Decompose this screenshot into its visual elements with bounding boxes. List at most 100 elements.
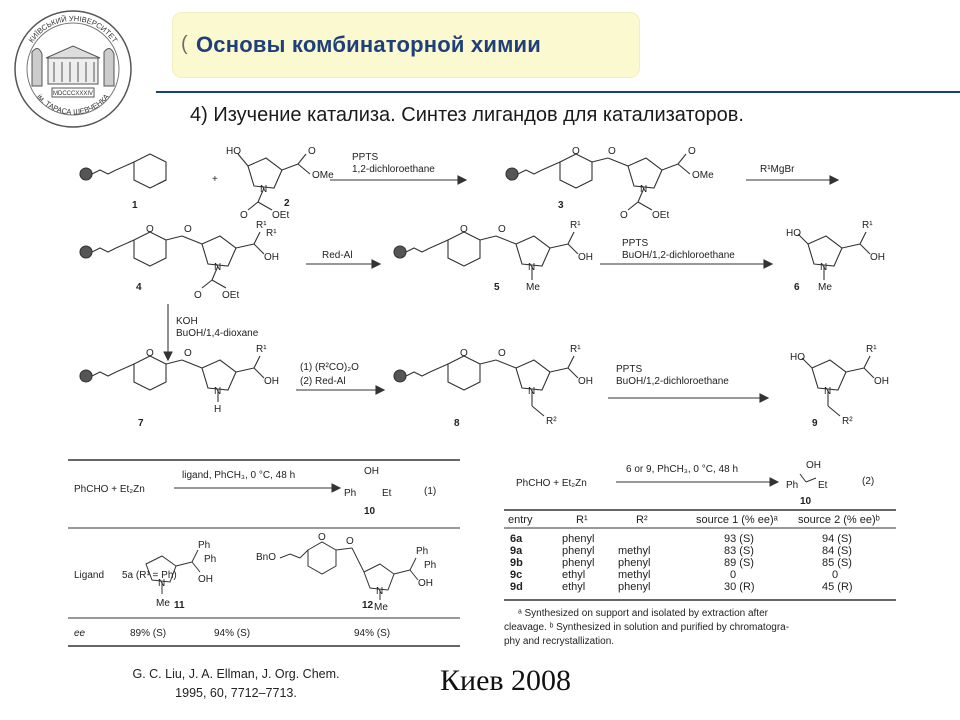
svg-text:PhCHO + Et₂Zn: PhCHO + Et₂Zn <box>516 478 587 489</box>
svg-text:94 (S): 94 (S) <box>822 533 852 545</box>
svg-text:94% (S): 94% (S) <box>354 628 390 639</box>
svg-text:Me: Me <box>818 282 832 293</box>
svg-text:N: N <box>528 386 535 397</box>
svg-text:Me: Me <box>156 598 170 609</box>
svg-text:R¹: R¹ <box>862 220 873 231</box>
svg-text:Ph: Ph <box>786 480 798 491</box>
svg-text:+: + <box>212 174 218 185</box>
svg-text:O: O <box>498 348 506 359</box>
svg-text:OEt: OEt <box>222 290 239 301</box>
table-row: 9d ethyl phenyl 30 (R) 45 (R) <box>510 581 853 593</box>
svg-text:R¹: R¹ <box>256 220 267 231</box>
svg-text:ee: ee <box>74 628 86 639</box>
svg-text:2: 2 <box>284 198 290 209</box>
svg-text:OH: OH <box>870 252 885 263</box>
svg-text:OH: OH <box>364 466 379 477</box>
svg-text:9b: 9b <box>510 557 523 569</box>
svg-text:Me: Me <box>374 602 388 613</box>
svg-text:30 (R): 30 (R) <box>724 581 755 593</box>
svg-text:89 (S): 89 (S) <box>724 557 754 569</box>
svg-text:phenyl: phenyl <box>618 581 650 593</box>
table-row: 9c ethyl methyl 0 0 <box>510 569 838 581</box>
ligand-comparison-table: PhCHO + Et₂Zn ligand, PhCH₃, 0 °C, 48 h … <box>68 459 460 647</box>
svg-text:Et: Et <box>818 480 828 491</box>
svg-text:source 2 (% ee)ᵇ: source 2 (% ee)ᵇ <box>798 514 880 526</box>
svg-text:OH: OH <box>806 460 821 471</box>
svg-text:93 (S): 93 (S) <box>724 533 754 545</box>
svg-text:Ligand: Ligand <box>74 570 104 581</box>
svg-text:R¹: R¹ <box>576 514 588 526</box>
svg-text:R¹: R¹ <box>570 344 581 355</box>
svg-text:N: N <box>260 184 267 195</box>
svg-text:10: 10 <box>364 506 376 517</box>
svg-text:9a: 9a <box>510 545 523 557</box>
svg-text:cleavage. ᵇ Synthesized in sol: cleavage. ᵇ Synthesized in solution and … <box>504 622 789 633</box>
svg-text:O: O <box>346 536 354 547</box>
svg-text:Me: Me <box>526 282 540 293</box>
svg-text:Et: Et <box>382 488 392 499</box>
page-title: Основы комбинаторной химии <box>196 32 541 57</box>
svg-text:Ph: Ph <box>204 554 216 565</box>
svg-text:45 (R): 45 (R) <box>822 581 853 593</box>
svg-text:10: 10 <box>800 496 812 507</box>
svg-text:source 1 (% ee)ᵃ: source 1 (% ee)ᵃ <box>696 514 779 526</box>
resin-bead-icon <box>79 245 93 259</box>
svg-text:ligand, PhCH₃, 0 °C, 48 h: ligand, PhCH₃, 0 °C, 48 h <box>182 470 295 481</box>
svg-text:1: 1 <box>132 200 138 211</box>
svg-text:94% (S): 94% (S) <box>214 628 250 639</box>
svg-text:R¹: R¹ <box>570 220 581 231</box>
svg-text:9d: 9d <box>510 581 523 593</box>
resin-bead-icon <box>393 369 407 383</box>
resin-bead-icon <box>505 167 519 181</box>
svg-text:O: O <box>498 224 506 235</box>
svg-text:PPTS: PPTS <box>622 238 648 249</box>
svg-text:N: N <box>214 386 221 397</box>
title-stub: ( <box>181 33 188 55</box>
svg-text:N: N <box>214 262 221 273</box>
svg-text:O: O <box>460 224 468 235</box>
svg-text:OH: OH <box>418 578 433 589</box>
svg-text:PhCHO + Et₂Zn: PhCHO + Et₂Zn <box>74 484 145 495</box>
svg-text:9c: 9c <box>510 569 522 581</box>
svg-text:OH: OH <box>578 376 593 387</box>
svg-text:PPTS: PPTS <box>352 152 378 163</box>
svg-text:O: O <box>460 348 468 359</box>
svg-text:6 or 9, PhCH₃, 0 °C, 48 h: 6 or 9, PhCH₃, 0 °C, 48 h <box>626 464 738 475</box>
svg-text:O: O <box>240 210 248 221</box>
svg-text:N: N <box>158 578 165 589</box>
reaction-scheme: 1 + HO N O OMe O OEt 2 PPTS 1,2-dichloro… <box>79 146 889 429</box>
svg-text:PPTS: PPTS <box>616 364 642 375</box>
table-row: 9a phenyl methyl 83 (S) 84 (S) <box>510 545 852 557</box>
svg-text:(2) Red-Al: (2) Red-Al <box>300 376 346 387</box>
svg-text:0: 0 <box>832 569 838 581</box>
svg-text:0: 0 <box>730 569 736 581</box>
svg-text:OH: OH <box>874 376 889 387</box>
table-row: 9b phenyl phenyl 89 (S) 85 (S) <box>510 557 852 569</box>
svg-text:OEt: OEt <box>652 210 669 221</box>
svg-text:8: 8 <box>454 418 460 429</box>
svg-text:9: 9 <box>812 418 818 429</box>
header-divider <box>156 91 960 93</box>
svg-text:OH: OH <box>578 252 593 263</box>
svg-text:Red-Al: Red-Al <box>322 250 353 261</box>
slide-subtitle: 4) Изучение катализа. Синтез лигандов дл… <box>190 104 744 126</box>
svg-text:BuOH/1,4-dioxane: BuOH/1,4-dioxane <box>176 328 259 339</box>
svg-text:85 (S): 85 (S) <box>822 557 852 569</box>
svg-text:methyl: methyl <box>618 569 650 581</box>
svg-text:O: O <box>146 224 154 235</box>
title-banner <box>172 12 640 78</box>
svg-text:ethyl: ethyl <box>562 581 585 593</box>
svg-text:12: 12 <box>362 600 374 611</box>
university-logo: КИЇВСЬКИЙ УНІВЕРСИТЕТ ім. ТАРАСА ШЕВЧЕНК… <box>12 8 134 130</box>
svg-text:OH: OH <box>198 574 213 585</box>
svg-text:11: 11 <box>174 600 185 611</box>
citation-line: 1995, 60, 7712–7713. <box>175 686 297 700</box>
svg-text:5a (R¹ = Ph): 5a (R¹ = Ph) <box>122 570 177 581</box>
svg-text:ᵃ Synthesized on support and i: ᵃ Synthesized on support and isolated by… <box>518 608 769 619</box>
svg-text:O: O <box>572 146 580 157</box>
svg-text:R²: R² <box>546 416 557 427</box>
svg-text:3: 3 <box>558 200 564 211</box>
university-seal-icon: КИЇВСЬКИЙ УНІВЕРСИТЕТ ім. ТАРАСА ШЕВЧЕНК… <box>14 10 132 128</box>
svg-text:H: H <box>214 404 221 415</box>
svg-text:O: O <box>184 348 192 359</box>
